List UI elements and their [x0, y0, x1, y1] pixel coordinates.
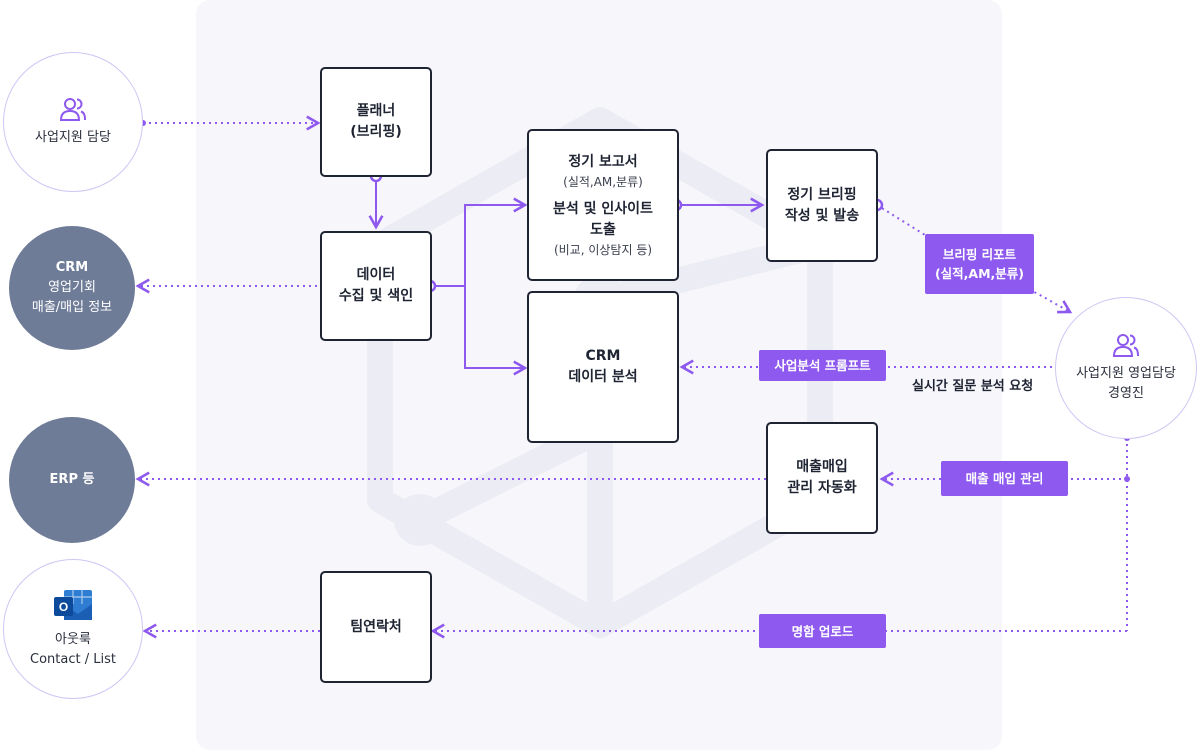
briefing-line1: 정기 브리핑: [787, 186, 857, 203]
crm-line1: 영업기회: [48, 280, 96, 295]
data-collect-line1: 데이터: [356, 267, 396, 283]
box-team-contact: 팀연락처: [320, 571, 432, 683]
tag-prompt-label: 사업분석 프롬프트: [774, 358, 871, 373]
tag-sales-mgmt-label: 매출 매입 관리: [965, 471, 1044, 486]
team-contact-label: 팀연락처: [350, 618, 402, 635]
box-sales-auto: 매출매입 관리 자동화: [766, 422, 878, 534]
users-icon: [1112, 334, 1139, 357]
box-report: 정기 보고서 (실적,AM,분류) 분석 및 인사이트 도출 (비교, 이상탐지…: [527, 129, 679, 281]
box-data-collect: 데이터 수집 및 색인: [320, 231, 432, 341]
box-briefing: 정기 브리핑 작성 및 발송: [766, 149, 878, 262]
planner-line2: (브리핑): [350, 124, 402, 140]
sales-auto-line1: 매출매입: [796, 459, 848, 475]
crm-analysis-line1: CRM: [585, 348, 621, 364]
sales-auto-line2: 관리 자동화: [787, 480, 857, 496]
report-title-sub: (실적,AM,분류): [563, 174, 643, 189]
briefing-line2: 작성 및 발송: [784, 207, 860, 224]
node-support-manager: 사업지원 담당: [3, 52, 143, 192]
tag-briefing-report-line2: (실적,AM,분류): [934, 266, 1025, 281]
outlook-line1: 아웃룩: [55, 632, 91, 647]
report-analysis-sub: (비교, 이상탐지 등): [553, 242, 653, 257]
tag-briefing-report-line1: 브리핑 리포트: [942, 247, 1017, 262]
support-manager-label: 사업지원 담당: [35, 130, 111, 145]
node-executives: 사업지원 영업담당 경영진: [1055, 297, 1197, 439]
executives-line2: 경영진: [1108, 386, 1144, 401]
outlook-line2: Contact / List: [30, 652, 116, 667]
crm-analysis-line2: 데이터 분석: [568, 369, 638, 385]
tag-sales-mgmt: 매출 매입 관리: [941, 461, 1068, 496]
node-outlook: O 아웃룩 Contact / List: [3, 559, 143, 699]
edge-data-to-report: [430, 197, 528, 287]
report-analysis-line2: 도출: [590, 221, 616, 238]
erp-label: ERP 등: [49, 472, 95, 487]
tag-card-upload-label: 명함 업로드: [791, 623, 854, 639]
tag-card-upload: 명함 업로드: [759, 614, 886, 648]
box-planner: 플래너 (브리핑): [320, 67, 432, 177]
dot-sales-junction: [1124, 476, 1130, 482]
outlook-icon: O: [54, 590, 92, 620]
svg-text:O: O: [59, 600, 68, 614]
report-title: 정기 보고서: [568, 153, 638, 170]
label-realtime-query: 실시간 질문 분석 요청: [912, 379, 1034, 394]
tag-briefing-report: 브리핑 리포트 (실적,AM,분류): [925, 234, 1034, 294]
users-icon: [59, 98, 86, 121]
edge-data-to-crm-analysis: [464, 286, 528, 376]
node-crm: CRM 영업기회 매출/매입 정보: [9, 226, 135, 350]
data-collect-line2: 수집 및 색인: [338, 288, 414, 304]
crm-line2: 매출/매입 정보: [31, 300, 113, 315]
planner-line1: 플래너: [356, 103, 396, 119]
crm-title: CRM: [55, 260, 89, 275]
report-analysis-line1: 분석 및 인사이트: [553, 200, 653, 217]
tag-prompt: 사업분석 프롬프트: [759, 350, 886, 381]
box-crm-analysis: CRM 데이터 분석: [527, 291, 679, 443]
executives-line1: 사업지원 영업담당: [1076, 366, 1176, 381]
node-erp: ERP 등: [9, 417, 135, 543]
